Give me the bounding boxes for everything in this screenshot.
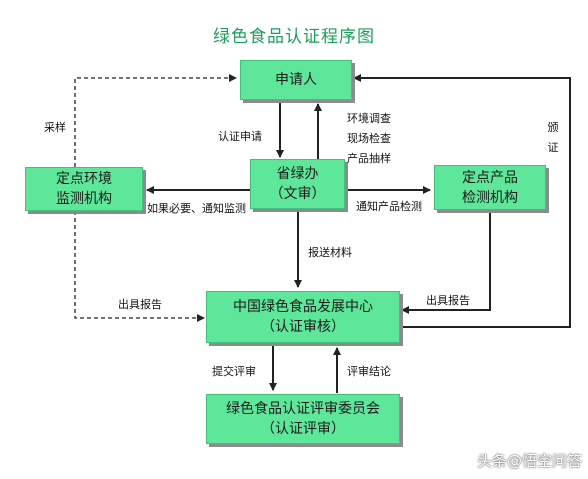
label-notify-monitor: 如果必要、通知监测 bbox=[147, 202, 246, 215]
box-test-line1: 定点产品 bbox=[462, 169, 518, 186]
box-provincial-office: 省绿办 （文审） bbox=[250, 159, 345, 209]
box-applicant-label: 申请人 bbox=[275, 72, 317, 88]
box-product-test: 定点产品 检测机构 bbox=[434, 165, 546, 210]
box-applicant: 申请人 bbox=[240, 60, 352, 100]
label-sampling: 采样 bbox=[44, 121, 66, 134]
dashed-env-to-center bbox=[74, 211, 205, 322]
box-committee-line1: 绿色食品认证评审委员会 bbox=[226, 401, 380, 417]
box-env-line1: 定点环境 bbox=[56, 171, 112, 187]
diagram-title: 绿色食品认证程序图 bbox=[213, 27, 375, 47]
dashed-env-to-applicant bbox=[74, 74, 237, 167]
box-committee-line2: （认证评审） bbox=[261, 421, 345, 437]
box-committee: 绿色食品认证评审委员会 （认证评审） bbox=[206, 394, 400, 444]
label-review-conclusion: 评审结论 bbox=[347, 365, 391, 378]
box-center: 中国绿色食品发展中心 （认证审核） bbox=[206, 291, 400, 343]
label-issue-cert-1: 颁 bbox=[547, 121, 559, 134]
label-notify-test: 通知产品检测 bbox=[356, 200, 422, 213]
label-env-survey: 环境调查 bbox=[347, 112, 391, 125]
label-issue-cert-2: 证 bbox=[547, 141, 559, 154]
label-report-left: 出具报告 bbox=[118, 298, 162, 311]
box-env-monitor: 定点环境 监测机构 bbox=[25, 167, 143, 211]
arrow-center-to-applicant bbox=[353, 74, 571, 328]
label-submit-review: 提交评审 bbox=[212, 365, 256, 378]
watermark: 头条@悟空问答 bbox=[476, 452, 582, 470]
label-cert-application: 认证申请 bbox=[218, 130, 262, 143]
box-test-line2: 检测机构 bbox=[462, 189, 518, 206]
label-report-right: 出具报告 bbox=[426, 294, 470, 307]
label-product-sampling: 产品抽样 bbox=[347, 152, 391, 165]
box-office-line1: 省绿办 bbox=[276, 166, 319, 182]
box-office-line2: （文审） bbox=[269, 186, 326, 202]
box-center-line2: （认证审核） bbox=[261, 319, 345, 335]
label-submit-materials: 报送材料 bbox=[308, 246, 352, 259]
box-env-line2: 监测机构 bbox=[56, 191, 112, 207]
box-center-line1: 中国绿色食品发展中心 bbox=[233, 299, 373, 315]
label-site-inspection: 现场检查 bbox=[347, 132, 391, 145]
arrow-test-to-center bbox=[401, 212, 491, 314]
